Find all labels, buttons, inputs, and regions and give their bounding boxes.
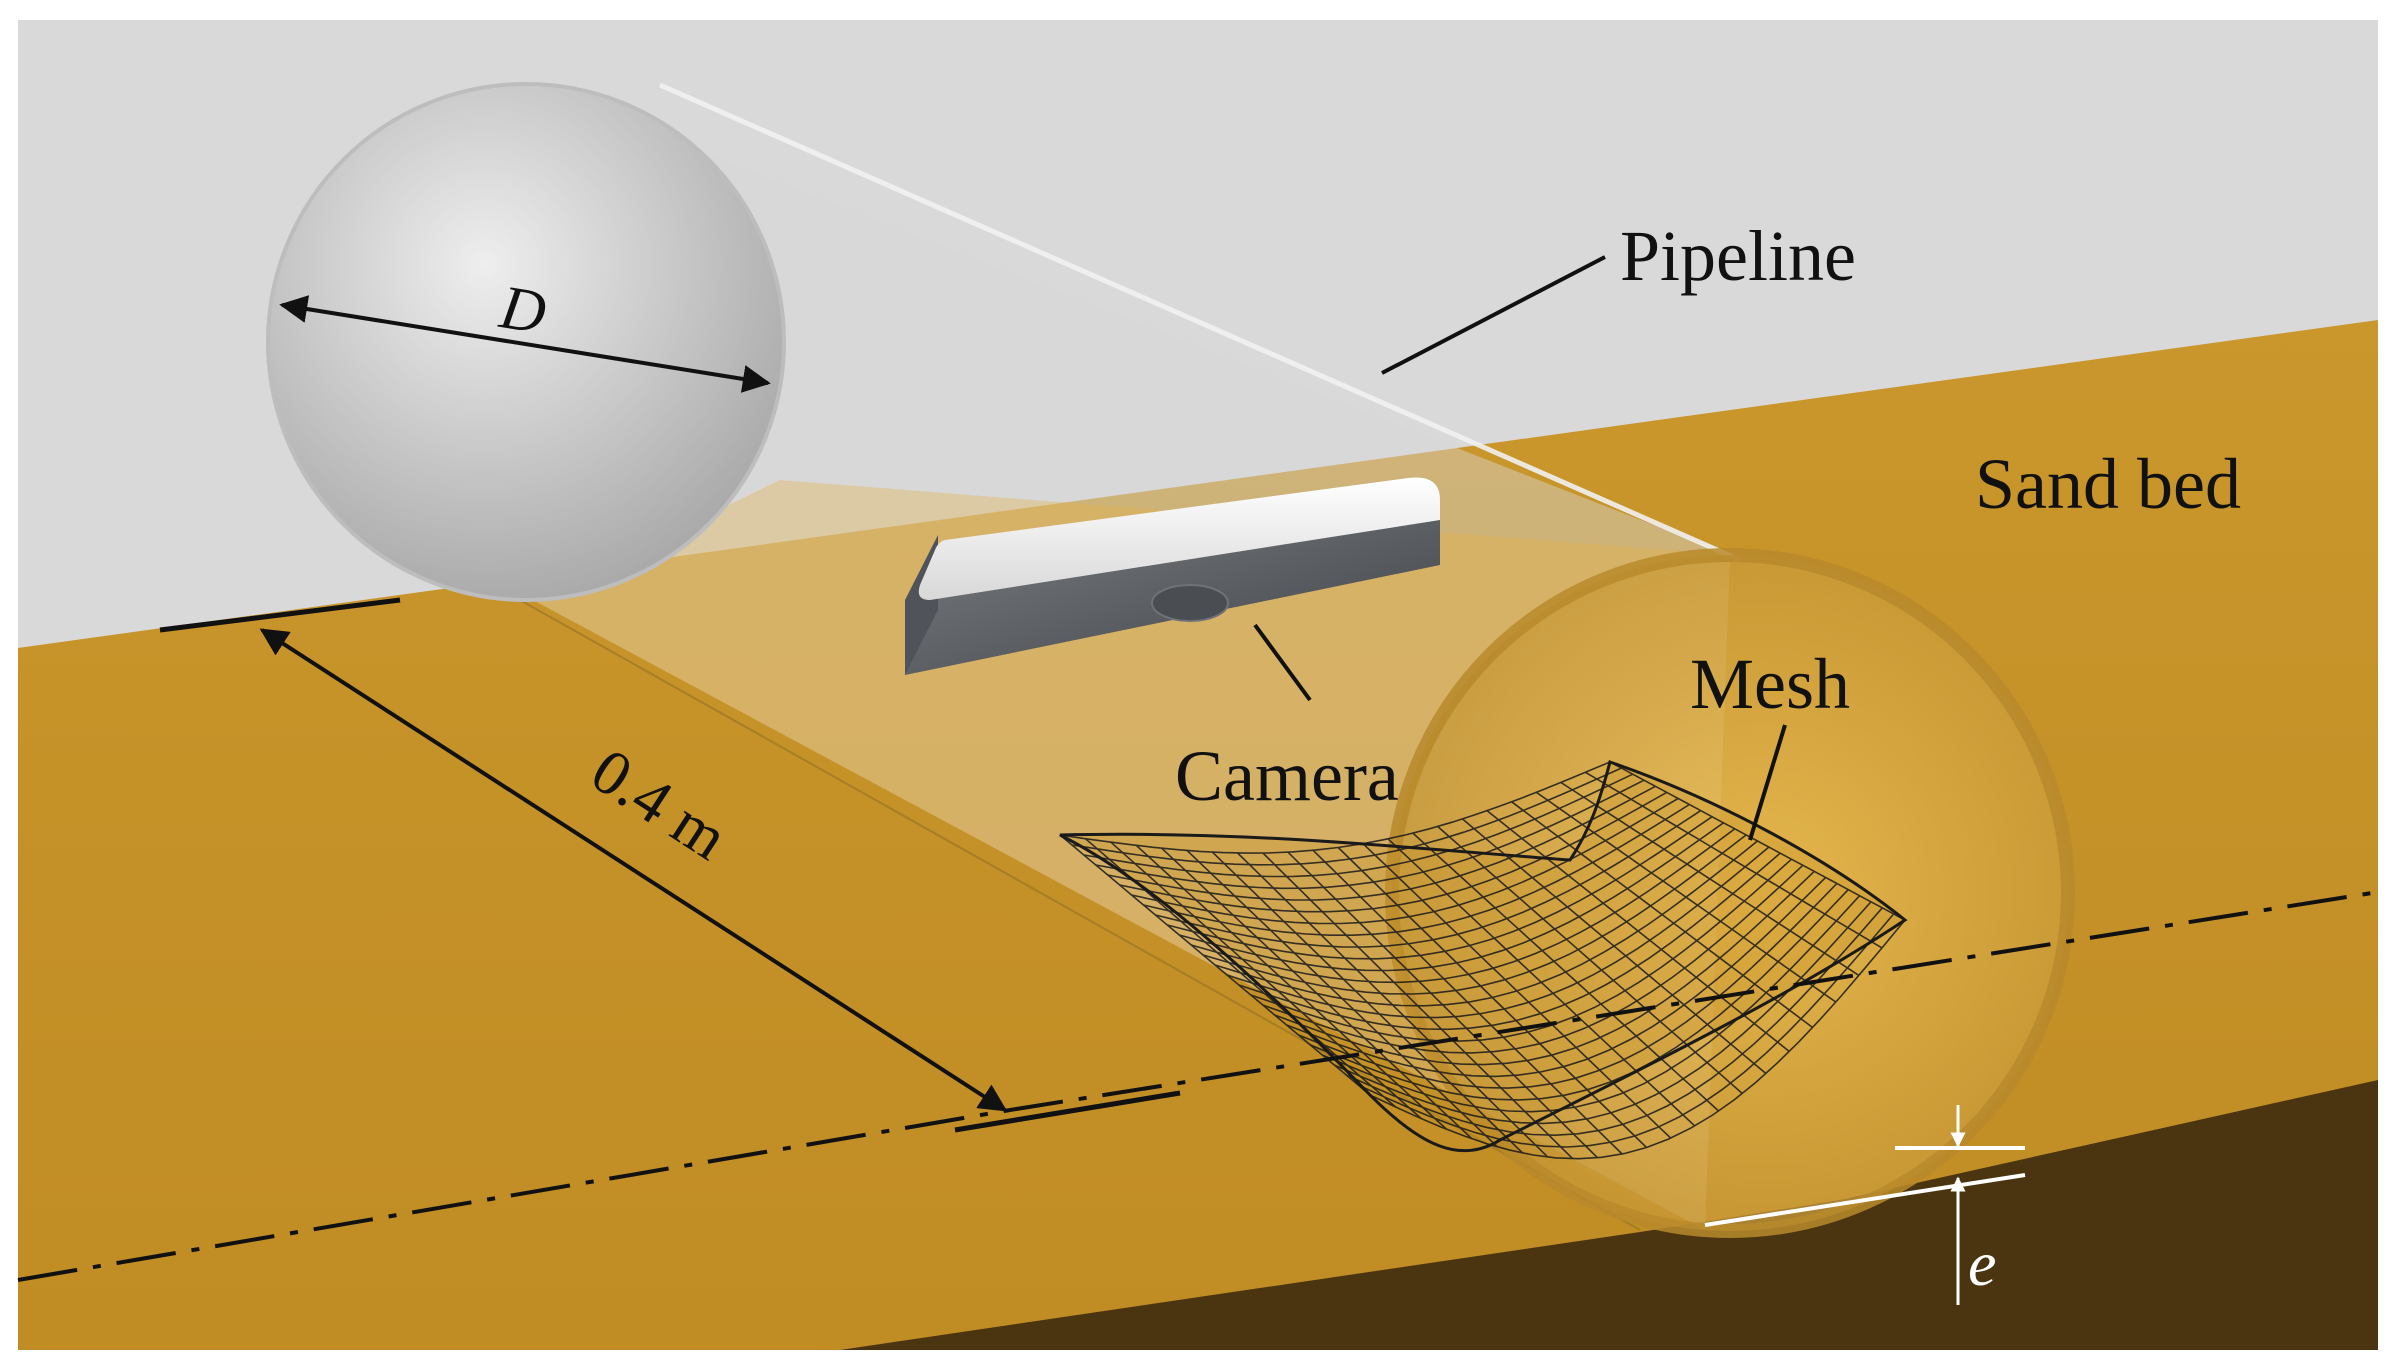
camera-leader — [1253, 623, 1312, 702]
mesh-line-along — [1110, 841, 1422, 1120]
mesh-line-along — [1461, 818, 1767, 1075]
mesh-line-along — [1186, 849, 1499, 1148]
pipeline-near-end — [1392, 555, 2068, 1231]
mesh-grid — [1059, 761, 1906, 1160]
mesh-leader — [1748, 724, 1787, 841]
mesh-line-along — [1362, 843, 1672, 1139]
mesh-line-along — [1486, 810, 1790, 1053]
pipeline-top-edge — [658, 82, 1742, 563]
mesh-line-along — [1437, 825, 1743, 1095]
mesh-line-along — [1560, 781, 1860, 977]
mesh-line-along — [1337, 846, 1648, 1149]
mesh-line-along — [1287, 851, 1599, 1159]
mesh-line-along — [1584, 771, 1883, 949]
mesh-line-along — [1535, 791, 1837, 1003]
mesh-line-along — [1211, 851, 1524, 1154]
sand-bed-scour-shadow — [840, 1080, 2378, 1350]
mesh-line-along — [1059, 834, 1371, 1096]
sand-bed-label: Sand bed — [1975, 444, 2241, 524]
camera-label: Camera — [1175, 736, 1399, 816]
mesh-line-along — [1084, 838, 1397, 1108]
mesh-line-along — [1237, 852, 1549, 1158]
pipeline-label: Pipeline — [1620, 216, 1856, 296]
mesh-line-along — [1412, 832, 1720, 1112]
mesh-line-along — [1609, 761, 1906, 921]
diameter-arrow — [279, 295, 771, 393]
mesh-line-along — [1161, 847, 1473, 1140]
mesh-line-along — [1387, 838, 1696, 1127]
centre-line-dashdot — [17, 890, 2379, 1282]
diameter-dimension: D — [279, 273, 771, 393]
mesh-line-along — [1135, 844, 1448, 1130]
pipeline-leader — [1381, 255, 1606, 375]
mesh-line-along — [1312, 849, 1623, 1155]
diameter-label: D — [495, 273, 551, 347]
camera-lens-icon — [1151, 584, 1229, 622]
length-dim-ext-top — [159, 597, 401, 633]
mesh-line-along — [1511, 801, 1814, 1029]
gap-line-bed — [1704, 1173, 2026, 1227]
camera-top-face — [918, 477, 1440, 600]
curved-mesh-icon — [1059, 760, 1908, 1160]
mesh-label: Mesh — [1690, 644, 1850, 724]
mesh-line-along — [1262, 852, 1574, 1160]
length-dim-arrow — [259, 628, 1008, 1112]
gap-label: e — [1968, 1228, 1996, 1299]
length-dim-ext-bottom — [954, 1090, 1181, 1133]
gap-dimension: e — [1704, 1105, 2026, 1305]
